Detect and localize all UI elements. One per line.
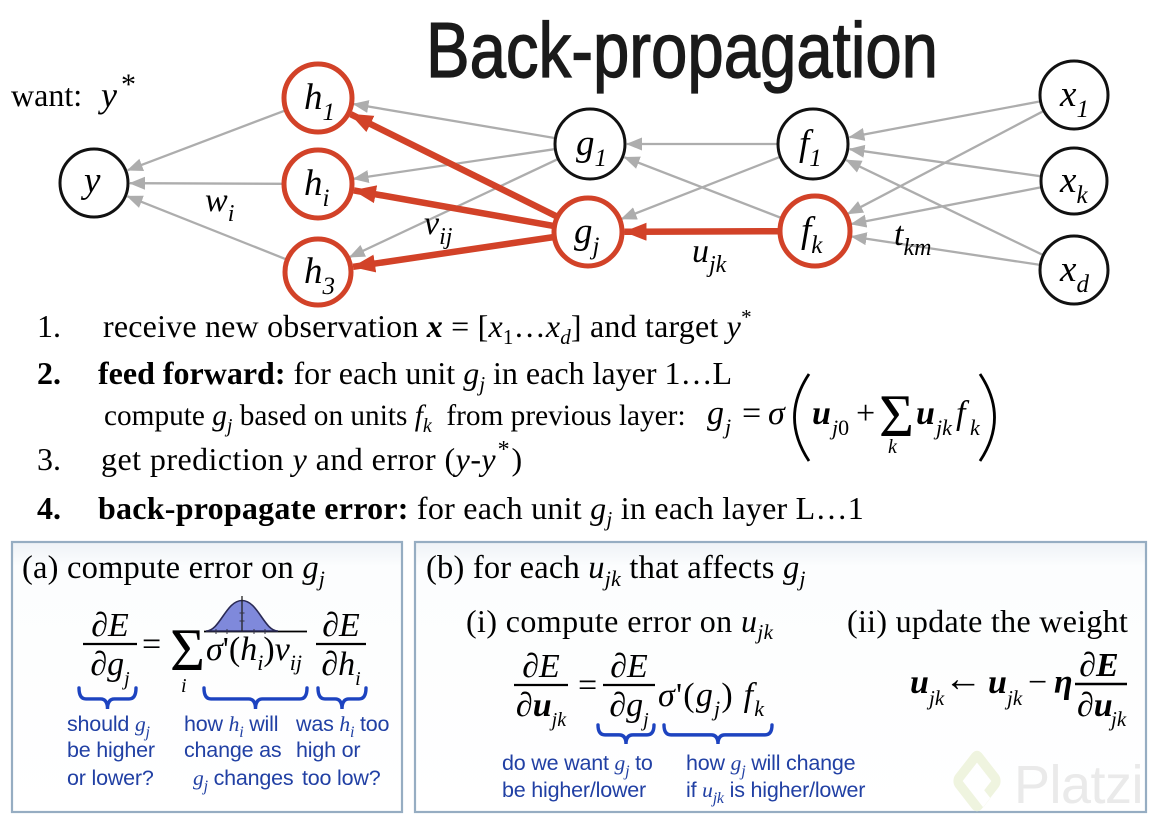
svg-text:∂E: ∂E (1079, 647, 1118, 684)
svg-text:=: = (578, 667, 597, 704)
svg-text:vij: vij (424, 205, 453, 250)
svg-text:(i) compute error on ujk: (i) compute error on ujk (466, 603, 774, 644)
svg-text:jk: jk (933, 415, 953, 440)
svg-text:jk: jk (1004, 686, 1023, 710)
svg-text:←: ← (944, 658, 982, 700)
svg-text:η: η (1054, 664, 1073, 701)
svg-text:compute gj based on units fk: compute gj based on units fk from previo… (104, 400, 686, 437)
svg-text:high or: high or (296, 738, 360, 762)
svg-text:∂E: ∂E (610, 648, 648, 685)
svg-text:Σ: Σ (879, 383, 914, 449)
svg-text:or lower?: or lower? (67, 766, 154, 790)
svg-text:i: i (181, 675, 187, 697)
svg-text:∂E: ∂E (322, 607, 360, 644)
svg-text:Σ: Σ (170, 617, 205, 683)
svg-text:σ'(gj) fk: σ'(gj) fk (658, 677, 765, 721)
svg-text:receive new observation x = [x: receive new observation x = [x1…xd] and … (103, 305, 752, 349)
svg-text:*: * (121, 68, 136, 101)
svg-text:want:: want: (11, 77, 82, 113)
svg-text:get prediction y and error (y-: get prediction y and error (y-y*) (101, 437, 523, 477)
svg-text:gj changes: gj changes (193, 766, 293, 795)
svg-text:4.: 4. (37, 490, 61, 526)
svg-text:∂u: ∂u (1077, 687, 1113, 724)
svg-text:be higher: be higher (67, 738, 155, 762)
svg-text:k: k (970, 415, 981, 440)
svg-text:σ'(hi)vij: σ'(hi)vij (206, 631, 302, 675)
svg-text:too low?: too low? (302, 766, 381, 790)
svg-text:(ii) update the weight: (ii) update the weight (847, 603, 1128, 639)
svg-text:u: u (812, 395, 831, 432)
svg-text:y: y (98, 75, 117, 115)
svg-text:∂gj: ∂gj (90, 646, 130, 690)
svg-text:=: = (742, 395, 761, 432)
svg-text:=: = (142, 626, 161, 663)
svg-text:3.: 3. (37, 441, 61, 477)
svg-text:j0: j0 (829, 415, 849, 440)
svg-text:u: u (916, 395, 935, 432)
svg-text:∂hi: ∂hi (321, 646, 360, 690)
svg-text:σ: σ (768, 395, 786, 432)
svg-text:k: k (888, 436, 898, 458)
svg-text:j: j (722, 414, 731, 439)
svg-text:∂E: ∂E (522, 648, 560, 685)
svg-text:change as: change as (184, 738, 281, 762)
svg-text:1.: 1. (37, 308, 61, 344)
svg-text:feed forward: for each unit gj: feed forward: for each unit gj in each l… (98, 355, 732, 396)
svg-text:jk: jk (926, 686, 945, 710)
svg-text:be higher/lower: be higher/lower (502, 778, 646, 802)
svg-text:u: u (910, 664, 929, 701)
svg-text:Back-propagation: Back-propagation (426, 6, 938, 94)
svg-text:Platzi: Platzi (1014, 755, 1143, 815)
svg-text:y: y (80, 160, 101, 201)
svg-text:(a) compute error on gj: (a) compute error on gj (22, 550, 325, 591)
svg-text:u: u (988, 664, 1007, 701)
svg-text:2.: 2. (37, 355, 61, 391)
svg-text:∂E: ∂E (91, 607, 129, 644)
svg-text:g: g (707, 395, 724, 432)
svg-text:∂gj: ∂gj (609, 687, 649, 731)
svg-text:back-propagate error: for each: back-propagate error: for each unit gj i… (98, 490, 864, 531)
svg-text:−: − (1028, 664, 1047, 701)
svg-text:jk: jk (1108, 707, 1127, 731)
svg-text:+: + (856, 395, 875, 432)
